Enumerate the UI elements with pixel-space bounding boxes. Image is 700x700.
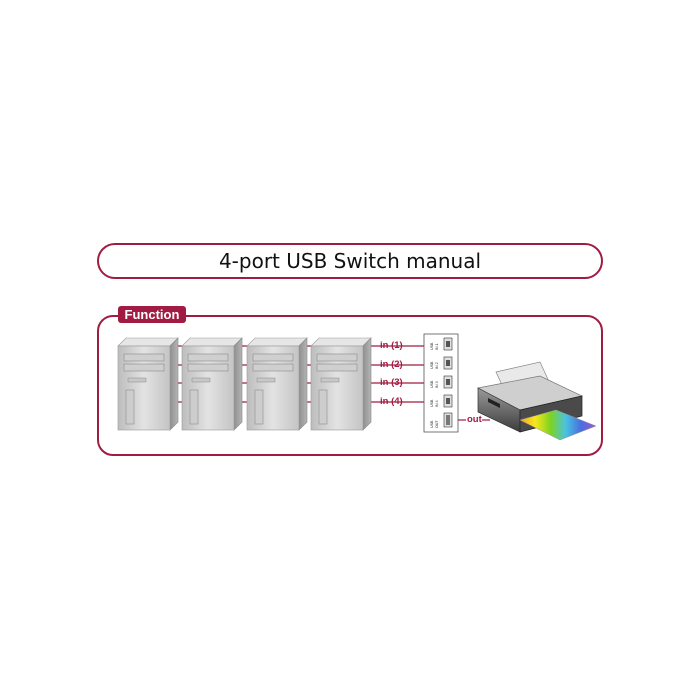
input-label-2: in (2) (380, 359, 403, 370)
page-title: 4-port USB Switch manual (218, 249, 482, 273)
svg-text:USB: USB (430, 342, 434, 350)
usb-port-in-2 (443, 356, 453, 370)
computer-2 (181, 337, 243, 431)
usb-port-in-3 (443, 375, 453, 389)
port-text-in-1: USB IN 1 (430, 342, 439, 350)
input-label-1: in (1) (380, 340, 403, 351)
output-label: out (467, 414, 482, 425)
svg-text:OUT: OUT (435, 420, 439, 428)
usb-port-in-4 (443, 394, 453, 408)
usb-switch: USB IN 1 USB IN 2 USB IN 3 USB IN 4 USB … (423, 333, 459, 433)
svg-text:IN 4: IN 4 (435, 400, 439, 407)
port-text-in-3: USB IN 3 (430, 380, 439, 388)
svg-text:IN 3: IN 3 (435, 381, 439, 388)
svg-text:IN 2: IN 2 (435, 362, 439, 369)
svg-text:IN 1: IN 1 (435, 343, 439, 350)
usb-port-in-1 (443, 337, 453, 351)
input-label-4: in (4) (380, 396, 403, 407)
usb-port-out (443, 412, 453, 428)
port-text-in-2: USB IN 2 (430, 361, 439, 369)
function-frame (97, 315, 603, 456)
computer-1 (117, 337, 179, 431)
port-text-in-4: USB IN 4 (430, 399, 439, 407)
title-frame: 4-port USB Switch manual (97, 243, 603, 279)
svg-text:USB: USB (430, 361, 434, 369)
computer-4 (310, 337, 372, 431)
svg-text:USB: USB (430, 380, 434, 388)
computer-3 (246, 337, 308, 431)
function-tag: Function (118, 306, 186, 323)
printer-icon (476, 361, 597, 441)
port-text-out: USB OUT (430, 420, 439, 428)
svg-text:USB: USB (430, 420, 434, 428)
svg-text:USB: USB (430, 399, 434, 407)
input-label-3: in (3) (380, 377, 403, 388)
